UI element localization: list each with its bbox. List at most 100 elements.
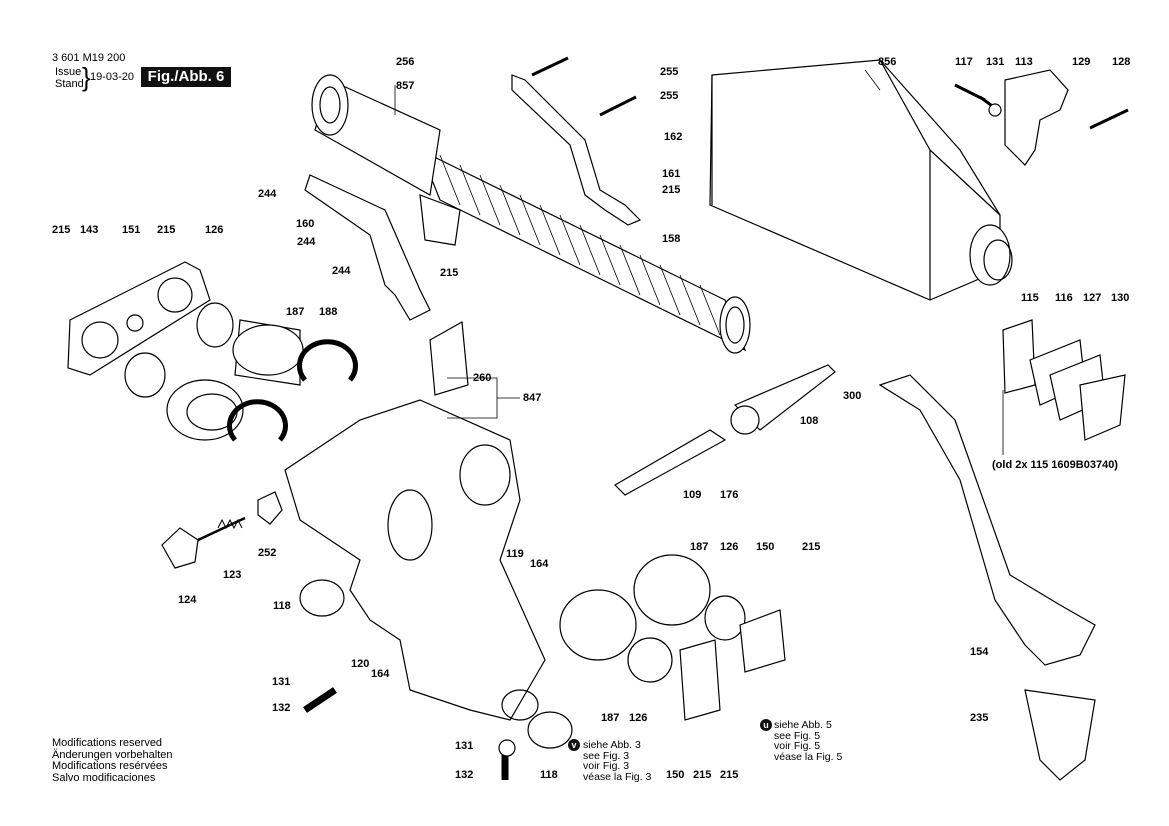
callout-300: 300 bbox=[843, 390, 862, 402]
callout-260: 260 bbox=[473, 372, 492, 384]
callout-215: 215 bbox=[720, 769, 739, 781]
callout-132: 132 bbox=[455, 769, 474, 781]
callout-124: 124 bbox=[178, 594, 197, 606]
footer-disclaimer: Modifications reserved Änderungen vorbeh… bbox=[52, 737, 173, 784]
footer-line: Modifications reserved bbox=[52, 737, 163, 749]
clamp-113 bbox=[1004, 69, 1069, 166]
callout-187: 187 bbox=[286, 306, 305, 318]
callout-187: 187 bbox=[601, 712, 620, 724]
callout-857: 857 bbox=[396, 80, 415, 92]
filter-set bbox=[1002, 319, 1126, 441]
callout-115: 115 bbox=[1021, 292, 1039, 304]
callout-215: 215 bbox=[693, 769, 712, 781]
callout-150: 150 bbox=[756, 541, 775, 553]
callout-151: 151 bbox=[122, 224, 141, 236]
callout-255: 255 bbox=[660, 66, 679, 78]
fig3-reference: siehe Abb. 3 see Fig. 3 voir Fig. 3 véas… bbox=[583, 740, 651, 782]
bracket-160 bbox=[304, 174, 431, 321]
callout-176: 176 bbox=[720, 489, 739, 501]
callout-244: 244 bbox=[258, 188, 277, 200]
callout-128: 128 bbox=[1112, 56, 1131, 68]
callout-150: 150 bbox=[666, 769, 685, 781]
callout-256: 256 bbox=[396, 56, 415, 68]
callout-164: 164 bbox=[371, 668, 390, 680]
callout-131: 131 bbox=[986, 56, 1005, 68]
callout-126: 126 bbox=[720, 541, 739, 553]
fig3-line: voir Fig. 3 bbox=[583, 760, 630, 772]
sleeve-187b bbox=[559, 554, 711, 661]
fig3-line: véase la Fig. 3 bbox=[583, 770, 652, 783]
plate-150a bbox=[679, 639, 721, 721]
callout-235: 235 bbox=[970, 712, 989, 724]
fig5-reference: siehe Abb. 5 see Fig. 5 voir Fig. 5 véas… bbox=[774, 720, 842, 762]
callout-126: 126 bbox=[205, 224, 224, 236]
callout-215: 215 bbox=[662, 184, 681, 196]
housing-847 bbox=[284, 399, 546, 721]
callout-118: 118 bbox=[273, 600, 291, 612]
callout-143: 143 bbox=[80, 224, 99, 236]
callout-244: 244 bbox=[297, 236, 316, 248]
callout-164: 164 bbox=[530, 558, 549, 570]
callout-162: 162 bbox=[664, 131, 683, 143]
fig3-line: siehe Abb. 3 bbox=[583, 739, 641, 751]
callout-187: 187 bbox=[690, 541, 709, 553]
fig5-line: see Fig. 5 bbox=[774, 729, 821, 742]
callout-119: 119 bbox=[506, 548, 524, 560]
fig5-line: voir Fig. 5 bbox=[774, 740, 821, 752]
footer-line: Salvo modificaciones bbox=[52, 771, 156, 784]
callout-117: 117 bbox=[955, 56, 973, 68]
footer-line: Änderungen vorbehalten bbox=[52, 748, 173, 761]
callout-116: 116 bbox=[1055, 292, 1073, 304]
document-number: 3 601 M19 200 bbox=[52, 52, 126, 64]
callout-161: 161 bbox=[662, 168, 681, 180]
callout-131: 131 bbox=[272, 676, 291, 688]
fig5-line: siehe Abb. 5 bbox=[774, 719, 832, 731]
tube-154 bbox=[878, 374, 1096, 666]
fig3-line: see Fig. 3 bbox=[583, 749, 630, 762]
plate-151 bbox=[67, 261, 211, 376]
stand-label: Stand bbox=[55, 78, 84, 90]
callout-130: 130 bbox=[1111, 292, 1130, 304]
issue-label: Issue bbox=[55, 66, 82, 78]
callout-215: 215 bbox=[157, 224, 176, 236]
connector-857 bbox=[311, 74, 461, 246]
deflector-235 bbox=[1024, 689, 1096, 781]
callout-215: 215 bbox=[440, 267, 459, 279]
callout-158: 158 bbox=[662, 233, 681, 245]
callout-132: 132 bbox=[272, 702, 291, 714]
callout-856: 856 bbox=[878, 56, 897, 68]
issue-date: 19-03-20 bbox=[90, 71, 135, 83]
callout-129: 129 bbox=[1072, 56, 1091, 68]
fig3-marker: v bbox=[568, 739, 580, 751]
callout-131: 131 bbox=[455, 740, 474, 752]
callout-126: 126 bbox=[629, 712, 648, 724]
shaft-109 bbox=[614, 429, 727, 496]
callout-215: 215 bbox=[802, 541, 821, 553]
callout-160: 160 bbox=[296, 218, 315, 230]
leader-lines bbox=[394, 69, 1004, 455]
callout-113: 113 bbox=[1015, 56, 1033, 68]
callout-244: 244 bbox=[332, 265, 351, 277]
callout-108: 108 bbox=[800, 415, 819, 427]
fig5-line: véase la Fig. 5 bbox=[774, 750, 843, 763]
callout-255: 255 bbox=[660, 90, 679, 102]
callout-847: 847 bbox=[523, 392, 542, 404]
callout-215: 215 bbox=[52, 224, 71, 236]
figure-tag: Fig./Abb. 6 bbox=[141, 67, 231, 87]
cover-856 bbox=[709, 59, 1013, 301]
callout-120: 120 bbox=[351, 658, 370, 670]
bracket-161 bbox=[511, 74, 642, 226]
sleeve-187a bbox=[232, 319, 304, 386]
old-part-note: (old 2x 115 1609B03740) bbox=[992, 459, 1118, 471]
footer-line: Modifications resérvées bbox=[52, 760, 168, 772]
gasket-260 bbox=[429, 321, 469, 396]
callout-123: 123 bbox=[223, 569, 242, 581]
callout-154: 154 bbox=[970, 646, 989, 658]
plate-150b bbox=[739, 609, 786, 673]
callout-109: 109 bbox=[683, 489, 702, 501]
callout-252: 252 bbox=[258, 547, 277, 559]
hose-158 bbox=[418, 148, 751, 354]
fig5-marker: u bbox=[760, 719, 772, 731]
callout-188: 188 bbox=[319, 306, 338, 318]
